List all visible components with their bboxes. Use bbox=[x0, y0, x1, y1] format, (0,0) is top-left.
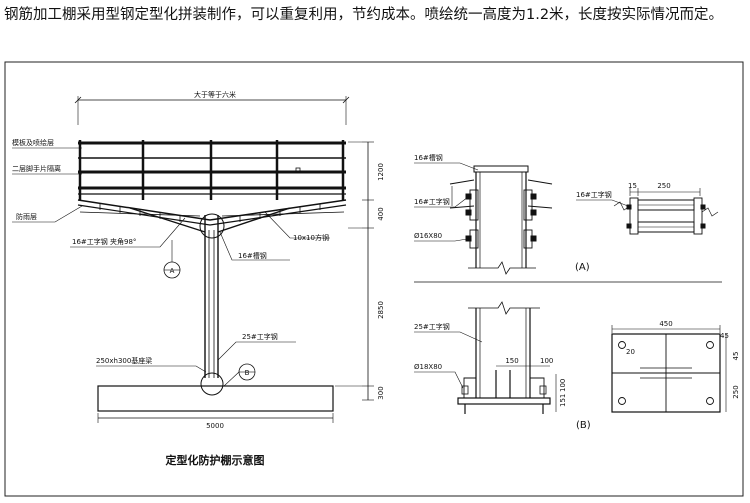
drawing-title: 定型化防护棚示意图 bbox=[166, 453, 265, 467]
detail-b-label: (B) bbox=[576, 420, 591, 431]
vdim-1200: 1200 bbox=[377, 163, 385, 181]
layer-scaffold-label: 二层脚手片隔离 bbox=[12, 164, 61, 173]
column-label: 25#工字钢 bbox=[242, 332, 278, 341]
vdim-300: 300 bbox=[377, 386, 385, 399]
plate-dim-20: 20 bbox=[626, 348, 635, 356]
plate-dim-45-side: 45 bbox=[732, 352, 740, 361]
vdim-400: 400 bbox=[377, 207, 385, 220]
detail-b-dim-100: 100 bbox=[540, 357, 553, 365]
detail-b bbox=[414, 301, 727, 414]
layer-template-label: 模板及喷绘层 bbox=[12, 138, 54, 147]
top-dimension-label: 大于等于六米 bbox=[194, 90, 236, 99]
detail-a-channel-label: 16#槽钢 bbox=[414, 153, 443, 162]
beam-label: 16#工字钢 夹角98° bbox=[72, 237, 136, 246]
detail-b-dim-150: 150 bbox=[505, 357, 518, 365]
bottom-dimension-label: 5000 bbox=[206, 422, 224, 430]
marker-a: A bbox=[170, 267, 175, 275]
plate-dim-45: 45 bbox=[720, 332, 729, 340]
main-view bbox=[12, 96, 374, 423]
detail-a bbox=[414, 162, 719, 275]
square-tube-label: 10x10方钢 bbox=[293, 233, 329, 242]
layer-rain-label: 防雨层 bbox=[16, 212, 37, 221]
vdim-2850: 2850 bbox=[377, 301, 385, 319]
detail-b-ibeam-label: 25#工字钢 bbox=[414, 322, 450, 331]
marker-b: B bbox=[245, 369, 250, 377]
detail-a-bolt-label: Ø16X80 bbox=[414, 232, 442, 240]
detail-b-dim-151: 151 bbox=[559, 394, 567, 407]
plate-dim-250: 250 bbox=[732, 385, 740, 398]
intro-paragraph: 钢筋加工棚采用型钢定型化拼装制作，可以重复利用，节约成本。喷绘统一高度为1.2米… bbox=[4, 7, 724, 23]
detail-a-label: (A) bbox=[575, 262, 590, 273]
detail-a-dim-250: 250 bbox=[657, 182, 670, 190]
plate-dim-450: 450 bbox=[659, 320, 672, 328]
detail-a-dim-15: 15 bbox=[628, 182, 637, 190]
detail-b-dim-100v: 100 bbox=[559, 379, 567, 392]
detail-a-ibeam-label: 16#工字钢 bbox=[414, 197, 450, 206]
detail-b-bolt-label: Ø18X80 bbox=[414, 363, 442, 371]
channel-label: 16#槽钢 bbox=[238, 251, 267, 260]
drawing-frame bbox=[4, 61, 744, 497]
ground-beam-label: 250xh300基座梁 bbox=[96, 356, 152, 365]
detail-a-side-ibeam-label: 16#工字钢 bbox=[576, 190, 612, 199]
